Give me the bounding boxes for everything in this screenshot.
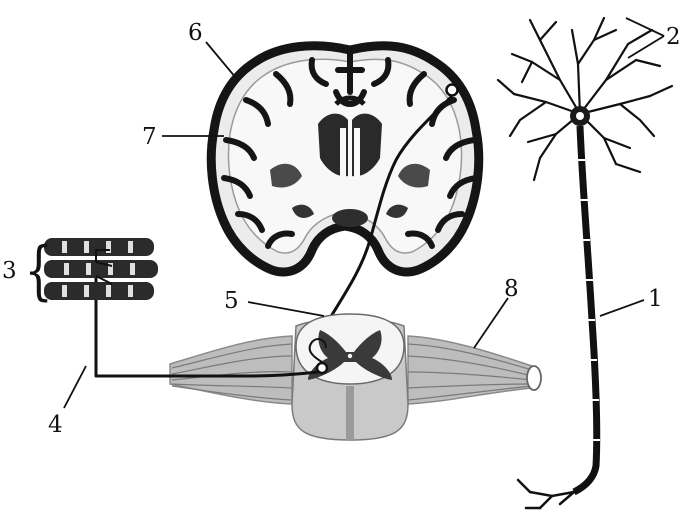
axon-terminals [518, 480, 574, 508]
leader-5 [248, 302, 324, 316]
leader-2b [628, 36, 664, 58]
label-3: 3 [2, 258, 17, 284]
label-5: 5 [224, 288, 239, 314]
label-4: 4 [48, 412, 63, 438]
label-8: 8 [504, 276, 519, 302]
label-6: 6 [188, 20, 203, 46]
muscle-fiber [44, 282, 154, 300]
label-7: 7 [142, 124, 157, 150]
muscle-fiber [44, 238, 154, 256]
cortical-neuron-body [447, 85, 458, 96]
leader-6 [206, 42, 236, 78]
right-nerve-roots [408, 336, 532, 404]
leader-8 [474, 298, 508, 348]
dendrites [498, 18, 672, 180]
muscle-fibers [44, 238, 158, 300]
leader-4 [64, 366, 86, 408]
label-1: 1 [648, 286, 663, 312]
neuron-nucleus [576, 112, 584, 120]
axon [574, 126, 597, 492]
nerve-cut-end [527, 366, 541, 390]
leader-1 [600, 300, 644, 316]
muscle-brace: { [24, 234, 53, 308]
label-2: 2 [666, 24, 681, 50]
spinal-motor-neuron-body [317, 363, 327, 373]
isolated-neuron [498, 18, 672, 508]
